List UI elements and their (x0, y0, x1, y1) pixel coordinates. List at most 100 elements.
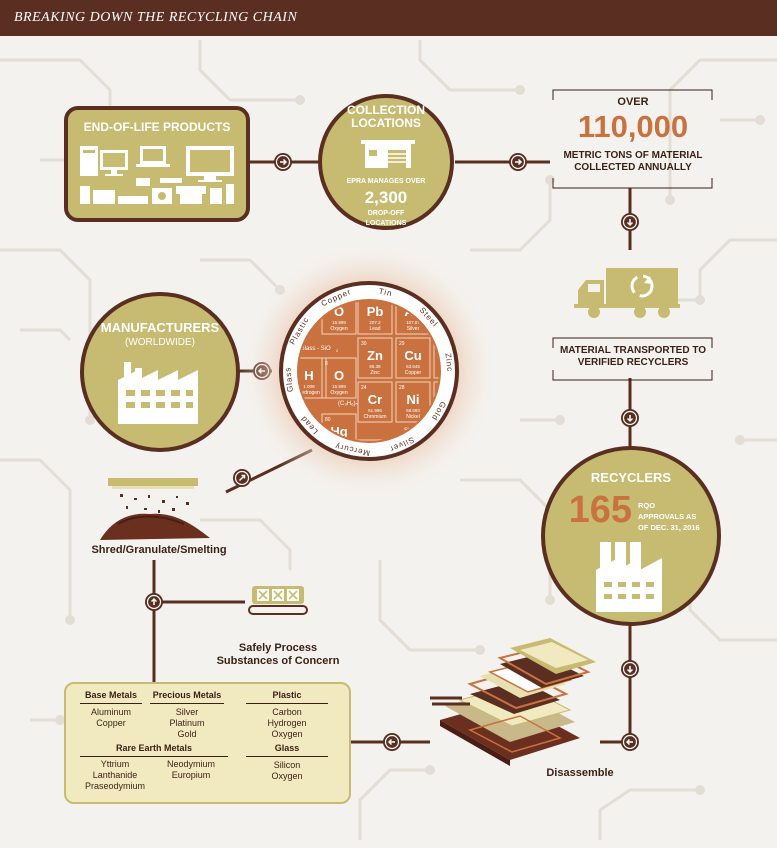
precious-metals-group: Precious Metals Silver Platinum Gold (150, 690, 224, 740)
collected-desc2: COLLECTED ANNUALLY (574, 162, 692, 173)
rare-earth-item: Europium (171, 770, 211, 780)
safely-label: Safely Process Substances of Concern (198, 642, 358, 668)
tile-name: Copper (405, 370, 422, 376)
tile-name: Oxygen (330, 326, 347, 332)
glass-formula: Glass - SiO (300, 346, 331, 352)
rare-earth-group: Rare Earth Metals Yttrium Lanthanide Pra… (80, 743, 228, 791)
recyclers-number: 165 (568, 489, 632, 531)
safely-line1: Safely Process (238, 642, 318, 654)
magnifier-lens (297, 299, 441, 443)
glass-formula-subscript: 2 (336, 348, 339, 353)
shred-label: Shred/Granulate/Smelting (91, 544, 227, 556)
plastic-item: Hydrogen (267, 718, 307, 728)
recycle-icon (630, 274, 654, 298)
precious-metals-heading: Precious Metals (150, 690, 224, 704)
recyclers-desc: RQO APPROVALS AS OF DEC. 31, 2016 (638, 500, 728, 533)
recyclers-desc1: RQO (638, 501, 656, 510)
tile-symbol: Cr (368, 392, 382, 407)
ring-label: Glass (283, 366, 295, 392)
periodic-tile: 14Si28.085Silicon (357, 439, 393, 441)
arrow-left-icon (621, 733, 639, 751)
plastic-formula: (C₃H₆)ₙ (338, 401, 359, 407)
arrow-right-icon (509, 153, 527, 171)
collection-desc1: EPRA MANAGES OVER (346, 178, 426, 185)
tile-symbol: O (334, 368, 344, 383)
factory-icon (118, 362, 198, 424)
collected-over: OVER (617, 96, 649, 108)
base-metals-group: Base Metals Aluminum Copper (80, 690, 142, 729)
tile-symbol: O (334, 304, 344, 319)
glass-item: Silicon (273, 760, 301, 770)
collection-desc2: DROP-OFF (367, 210, 405, 217)
factory-icon (596, 542, 662, 612)
tile-number: 8 (325, 361, 328, 367)
glass-heading: Glass (246, 743, 328, 757)
electronics-icon (80, 146, 234, 204)
plastic-item: Carbon (272, 707, 302, 717)
ring-label: Zinc (443, 353, 454, 373)
disassemble-label: Disassemble (546, 767, 614, 779)
recyclers-desc2: APPROVALS AS (638, 512, 697, 521)
precious-metal-item: Platinum (169, 718, 205, 728)
tile-mass: 207.2 (369, 320, 381, 325)
collection-desc-bottom: DROP-OFF LOCATIONS (320, 209, 452, 229)
tile-symbol: Cu (404, 348, 421, 363)
tile-name: Oxygen (330, 390, 347, 396)
collection-title-line2: LOCATIONS (351, 116, 421, 130)
materials-card (64, 682, 351, 804)
manufacturers-title: MANUFACTURERS (100, 320, 220, 335)
rare-earth-item: Lanthanide (92, 770, 138, 780)
tile-number: 29 (399, 341, 405, 347)
arrow-right-icon (274, 153, 292, 171)
tile-mass: 65.38 (369, 364, 381, 369)
tile-mass: 1.008 (303, 384, 315, 389)
glass-group: Glass Silicon Oxygen (246, 743, 328, 782)
base-metal-item: Copper (96, 718, 126, 728)
tile-symbol: Zn (367, 348, 383, 363)
precious-metal-item: Silver (175, 707, 199, 717)
base-metals-heading: Base Metals (80, 690, 142, 704)
collected-number: 110,000 (577, 109, 689, 144)
debris-particles (120, 494, 189, 513)
tile-mass: 51.996 (368, 408, 382, 413)
arrow-down-icon (621, 213, 639, 231)
arrow-left-icon (383, 733, 401, 751)
collection-desc3: LOCATIONS (365, 220, 407, 227)
plastic-group: Plastic Carbon Hydrogen Oxygen (246, 690, 328, 740)
transported-text: MATERIAL TRANSPORTED TO VERIFIED RECYCLE… (548, 345, 718, 369)
tile-name: Silver (407, 326, 420, 332)
exploded-device-icon (430, 638, 596, 766)
plastic-heading: Plastic (246, 690, 328, 704)
ring-label: Tin (378, 287, 393, 299)
tile-name: Zinc (370, 370, 380, 376)
tile-number: 28 (399, 385, 405, 391)
header-title: BREAKING DOWN THE RECYCLING CHAIN (14, 10, 298, 25)
recyclers-title: RECYCLERS (590, 470, 672, 485)
tile-number: 30 (361, 341, 367, 347)
tile-name: Hydrogen (298, 390, 320, 396)
tile-symbol: Pb (367, 304, 384, 319)
rare-earth-item: Yttrium (100, 759, 130, 769)
tile-mass: 107.87 (406, 320, 420, 325)
safely-line2: Substances of Concern (216, 655, 340, 667)
end-of-life-title: END-OF-LIFE PRODUCTS (83, 120, 231, 134)
tile-mass: 15.999 (332, 384, 346, 389)
arrow-diagonal-icon (233, 469, 251, 487)
arrow-up-icon (145, 593, 163, 611)
arrow-down-icon (621, 660, 639, 678)
